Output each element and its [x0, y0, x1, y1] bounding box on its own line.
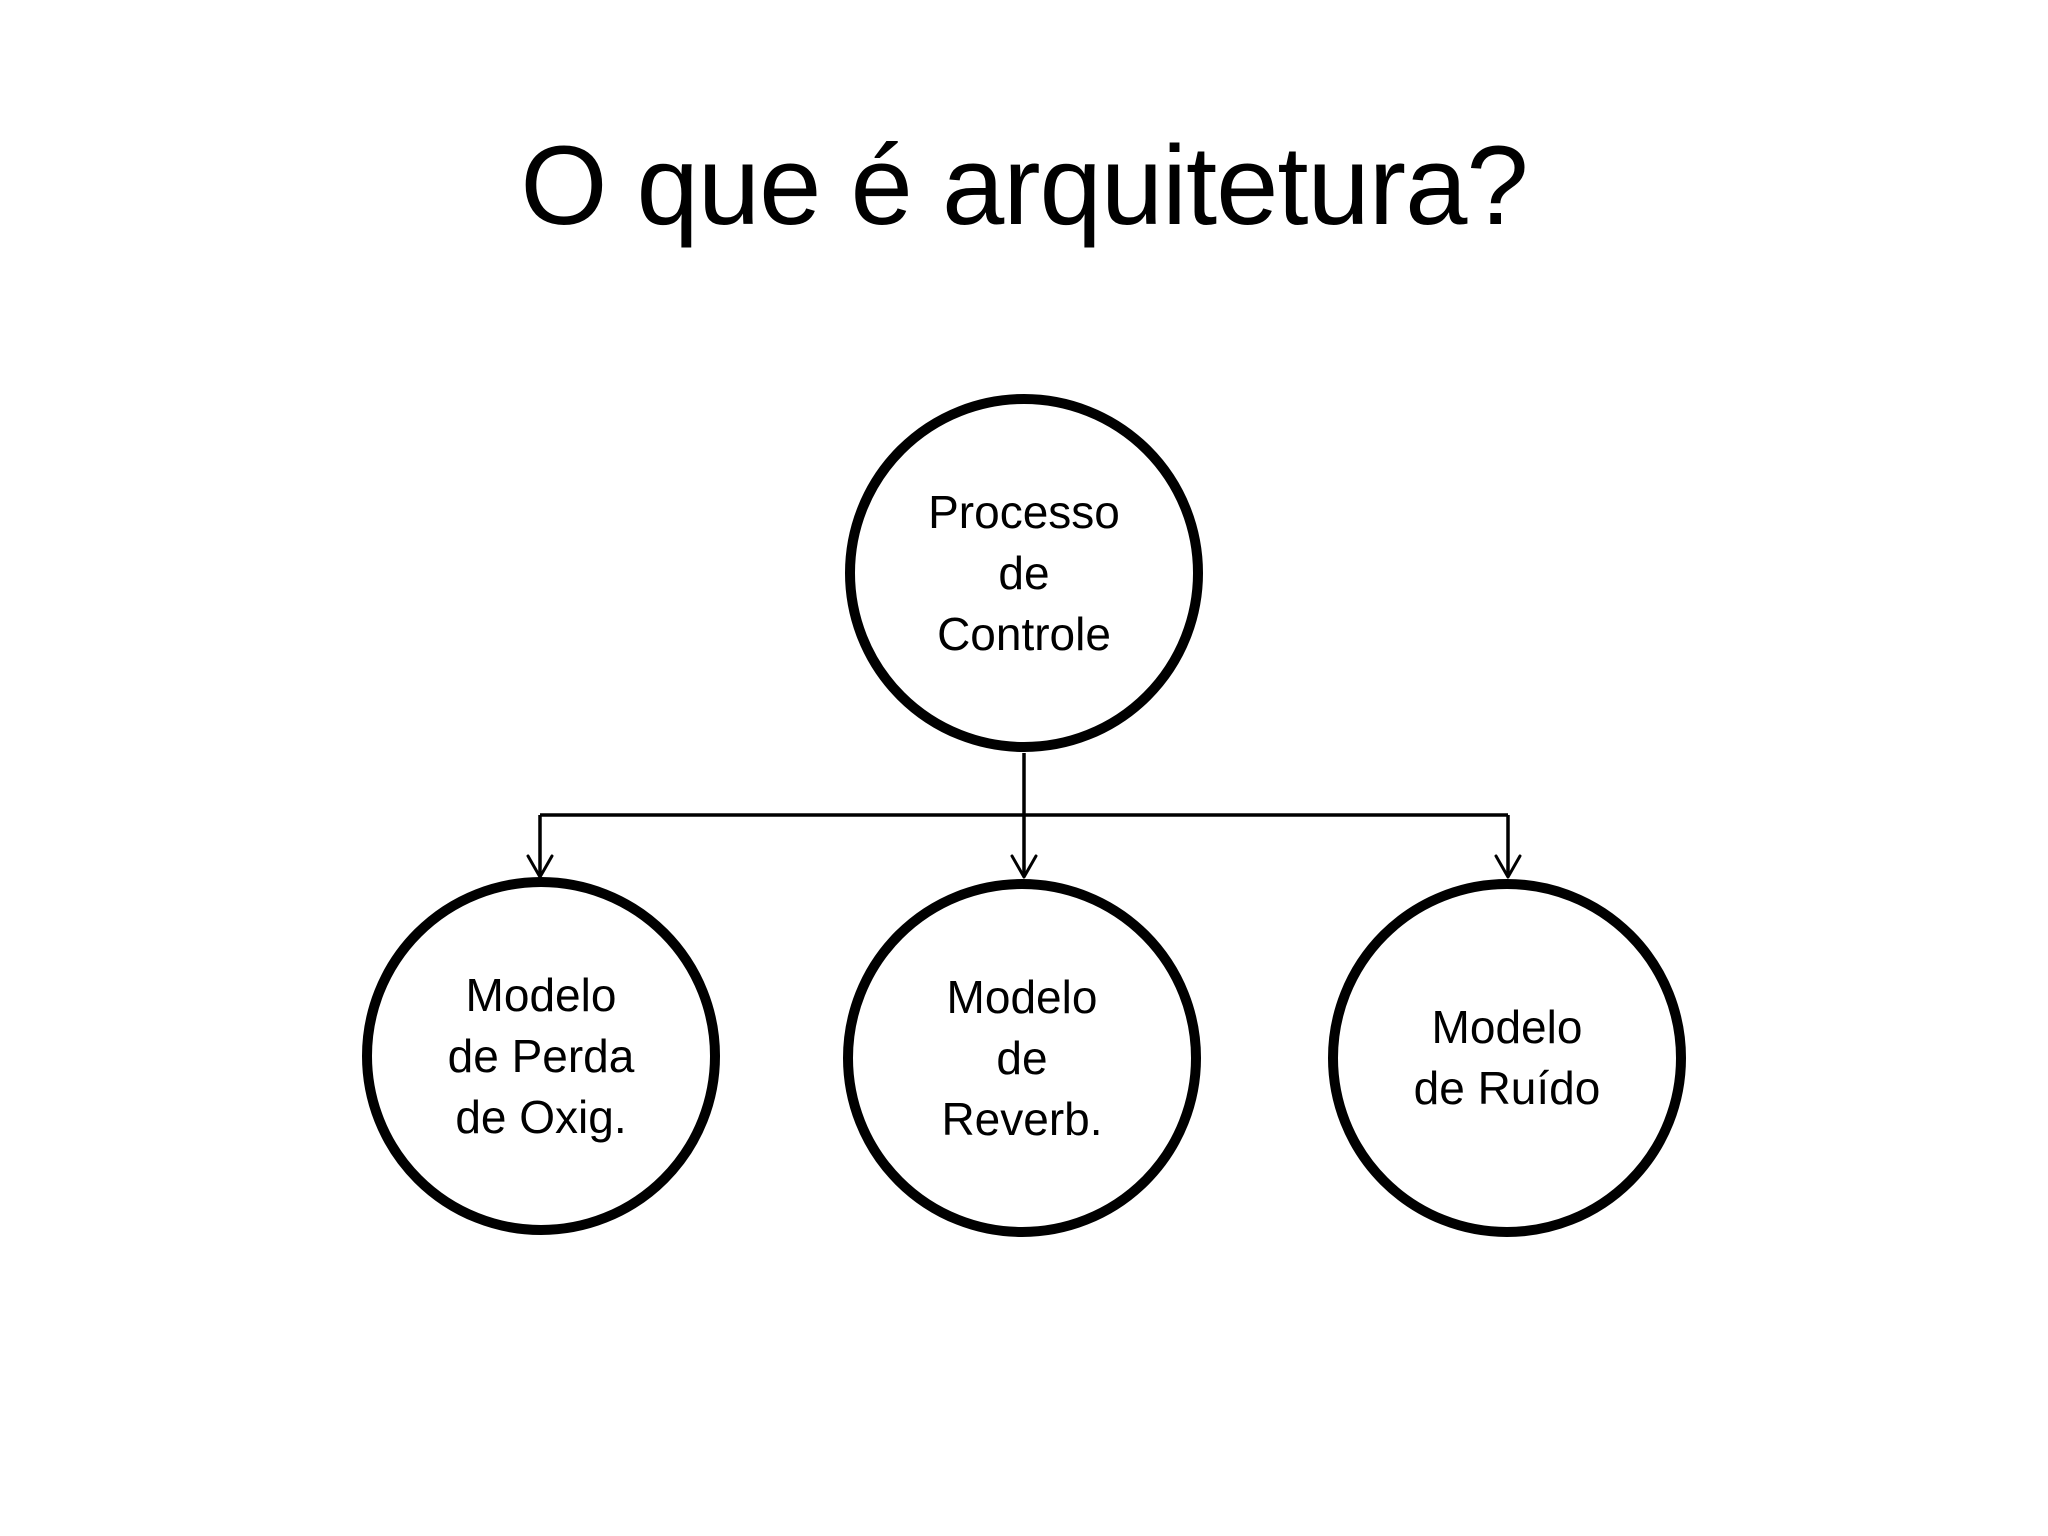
node-label: Modelo de Reverb.	[941, 970, 1103, 1145]
node-label: Processo de Controle	[928, 485, 1120, 660]
node-processo-de-controle: Processo de Controle	[845, 394, 1203, 752]
node-modelo-de-ruido: Modelo de Ruído	[1328, 879, 1686, 1237]
arrow-down-icon	[1010, 854, 1038, 879]
node-label: Modelo de Perda de Oxig.	[447, 968, 635, 1143]
node-label: Modelo de Ruído	[1413, 1001, 1601, 1114]
slide-title: O que é arquitetura?	[520, 123, 1528, 248]
node-modelo-de-reverb: Modelo de Reverb.	[843, 879, 1201, 1237]
node-modelo-de-perda-de-oxig: Modelo de Perda de Oxig.	[362, 877, 720, 1235]
arrow-down-icon	[1494, 854, 1522, 879]
